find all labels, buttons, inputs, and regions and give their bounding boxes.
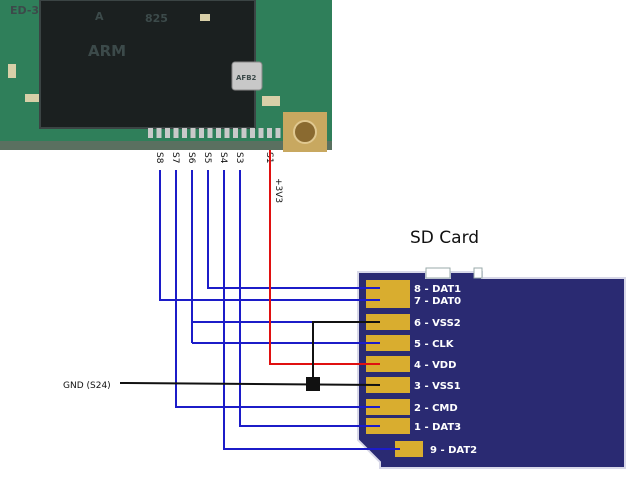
smd-component	[200, 14, 210, 21]
arm-module-board: ARM ED-3 825 A AFB2	[0, 0, 332, 152]
pin-label-3: 3 - VSS1	[414, 381, 461, 392]
pin-pad	[199, 128, 204, 138]
pin-pads	[148, 128, 281, 138]
pin-pad	[241, 128, 247, 138]
pin-pad	[233, 128, 238, 138]
pin-label-5: 5 - CLK	[414, 339, 455, 350]
sd-contact-2	[366, 399, 410, 415]
chip-logo: ARM	[88, 42, 126, 60]
pin-pad	[165, 128, 170, 138]
smd-component	[8, 64, 16, 78]
chip-text-3: A	[95, 10, 104, 23]
sd-contact-4	[366, 356, 410, 372]
gnd-label: GND (S24)	[63, 381, 111, 391]
signal-label-s4: S4	[218, 152, 228, 164]
pin-pad	[267, 128, 272, 138]
chip-text-2: 825	[145, 12, 168, 25]
write-protect-slot	[473, 267, 483, 279]
crystal-label: AFB2	[236, 74, 257, 82]
pin-pad	[216, 128, 221, 138]
pin-label-2: 2 - CMD	[414, 403, 458, 414]
sd-contact-3	[366, 377, 410, 393]
pin-label-9: 9 - DAT2	[430, 445, 477, 456]
crystal	[231, 61, 263, 91]
wires	[119, 150, 400, 450]
signal-label-s3: S3	[234, 152, 244, 163]
mount-hole	[293, 120, 317, 144]
sd-contact-9	[395, 441, 423, 457]
pin-pad	[250, 128, 255, 138]
smd-component	[25, 94, 39, 102]
sd-contact-5	[366, 335, 410, 351]
pin-pad	[258, 128, 264, 138]
wire-gnd-vss2	[312, 321, 380, 384]
ground-junction	[306, 377, 320, 391]
pin-pad	[182, 128, 187, 138]
pin-label-7: 7 - DAT0	[414, 296, 461, 307]
wire-s3-dat3	[239, 170, 380, 427]
wire-gnd-vss1	[119, 382, 381, 386]
pin-label-1: 1 - DAT3	[414, 422, 461, 433]
wire-power-vdd	[269, 150, 380, 365]
pin-pad	[207, 128, 213, 138]
pin-label-6: 6 - VSS2	[414, 318, 461, 329]
pcb-edge	[0, 141, 332, 150]
pin-label-8: 8 - DAT1	[414, 284, 461, 295]
pin-pad	[275, 128, 281, 138]
wire-s8-dat0	[159, 170, 380, 301]
signal-label-s5: S5	[202, 152, 212, 163]
signal-label-s6: S6	[186, 152, 196, 164]
wire-s5-dat1	[207, 170, 380, 289]
wire-s4-dat2	[223, 170, 400, 450]
wire-s7-cmd	[175, 170, 380, 408]
sd-card-notch	[425, 267, 451, 279]
sd-contact-6	[366, 314, 410, 330]
sd-card-title: SD Card	[410, 228, 479, 248]
pin-pad	[190, 128, 196, 138]
signal-label-s8: S8	[154, 152, 164, 164]
chip-text-1: ED-3	[10, 4, 39, 17]
pin-pad	[224, 128, 230, 138]
signal-label-s7: S7	[170, 152, 180, 163]
pin-pad	[148, 128, 153, 138]
power-label: +3V3	[273, 178, 283, 203]
pin-label-4: 4 - VDD	[414, 360, 456, 371]
arm-chip	[40, 0, 255, 128]
sd-contact-7	[366, 292, 410, 308]
smd-component	[262, 96, 280, 106]
pin-pad	[173, 128, 179, 138]
sd-contact-1	[366, 418, 410, 434]
pin-pad	[156, 128, 162, 138]
